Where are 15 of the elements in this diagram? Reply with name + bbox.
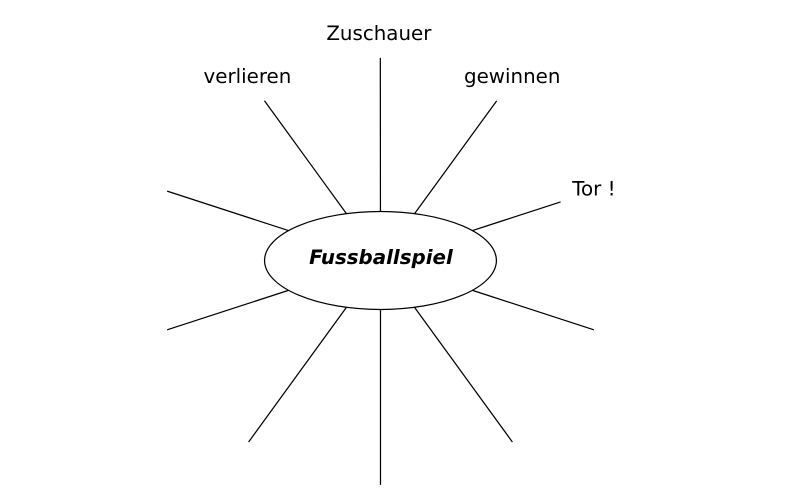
connector	[472, 201, 560, 232]
connector	[248, 307, 346, 442]
connector	[263, 100, 346, 214]
connector	[379, 58, 381, 212]
node-text: gewinnen	[464, 65, 560, 88]
connector	[472, 290, 594, 330]
connector	[414, 100, 497, 214]
connector	[379, 310, 381, 485]
node-text: Zuschauer	[326, 22, 431, 46]
connector	[414, 307, 512, 442]
node-text: Tor !	[572, 178, 616, 201]
node-ellipse: Fussballspiel	[263, 210, 497, 310]
connector	[166, 290, 288, 330]
connector	[166, 190, 288, 232]
node-text: verlieren	[203, 65, 291, 88]
